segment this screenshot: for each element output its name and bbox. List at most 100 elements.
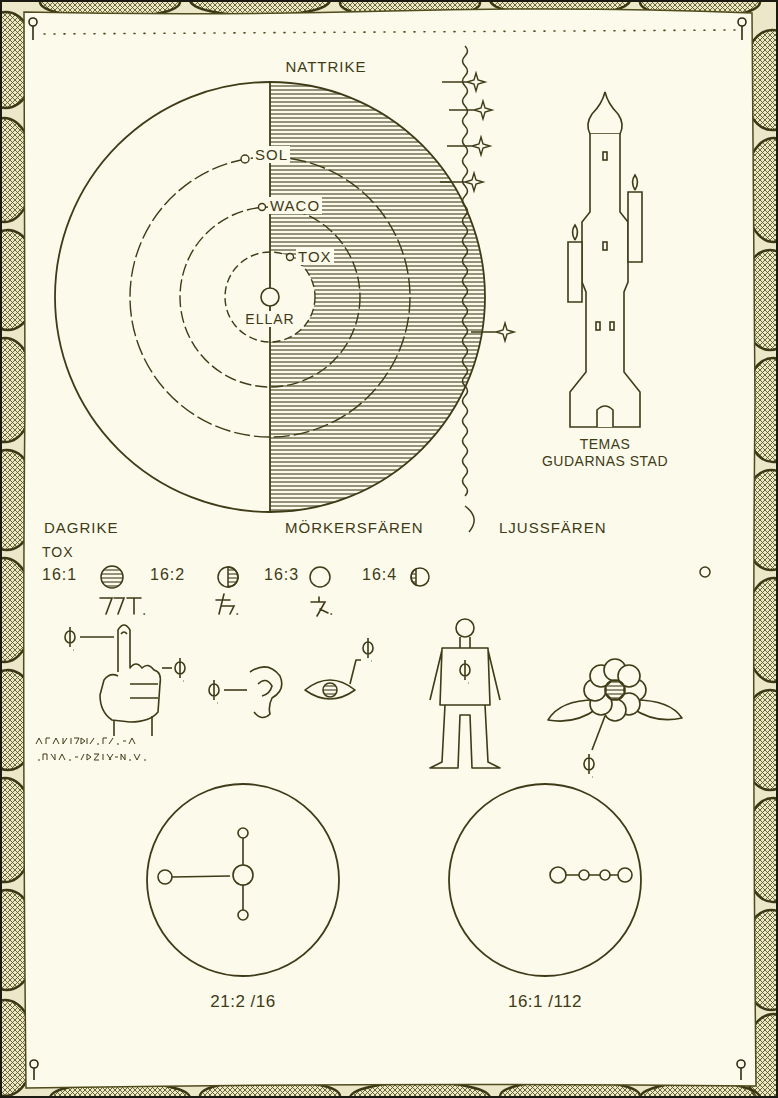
phase-quarter	[411, 568, 429, 586]
phase-symbols	[101, 566, 710, 588]
pin	[737, 1060, 745, 1068]
flower-petals	[584, 659, 646, 721]
bracket	[465, 506, 474, 532]
planet-label: TOX	[40, 544, 76, 560]
sphere-label: MÖRKERSFÄREN	[283, 519, 426, 536]
sense-figures	[36, 619, 682, 777]
alien-glyphs	[100, 594, 332, 616]
phase-empty	[310, 567, 330, 587]
stars	[440, 73, 514, 341]
system-body	[158, 870, 172, 884]
place-name: TEMAS GUDARNAS STAD	[539, 436, 671, 470]
circle-outline	[147, 784, 339, 976]
tower-window	[610, 322, 614, 330]
parchment	[24, 9, 756, 1088]
circle-outline	[445, 780, 645, 980]
system-body	[618, 868, 632, 882]
person-head	[456, 619, 474, 637]
glyph	[216, 594, 238, 614]
leader-line	[80, 636, 114, 638]
flower-leaves	[548, 700, 682, 721]
leader-line	[162, 667, 172, 669]
phi-symbol	[209, 680, 219, 703]
tower-door	[597, 406, 613, 427]
pin	[741, 26, 743, 40]
phi-symbol	[363, 638, 373, 661]
system-circle: 21:2 /16	[143, 780, 343, 1017]
flower-center	[605, 680, 625, 700]
phase-quarter-shade	[411, 569, 416, 585]
pin	[738, 18, 746, 26]
tower-drawing	[568, 92, 642, 427]
sun-ellar	[261, 288, 279, 306]
planet-label: WACO	[268, 197, 322, 214]
pin	[32, 26, 34, 40]
system-body	[600, 870, 610, 880]
glyph	[311, 597, 332, 616]
person-body	[430, 637, 500, 705]
tower-window	[603, 242, 607, 250]
alien-script	[36, 738, 135, 744]
tower-window	[603, 152, 607, 160]
tower-candle	[568, 242, 582, 302]
phase-number: 16:2	[148, 566, 187, 584]
planet-dot	[259, 204, 266, 211]
pin	[29, 18, 37, 26]
figure-caption: 21:2 /16	[153, 992, 333, 1012]
candle-flame	[633, 175, 638, 190]
planet-label: TOX	[296, 248, 334, 265]
pins	[29, 18, 746, 1080]
phase-full	[101, 566, 123, 588]
hand-detail	[114, 632, 158, 736]
ear	[250, 667, 282, 718]
candle-flame	[573, 225, 578, 240]
parchment-edge	[44, 30, 736, 34]
system-body	[238, 828, 248, 838]
phase-half-shade	[228, 567, 238, 587]
tower-candle	[628, 192, 642, 262]
leader-line	[224, 689, 247, 691]
planet-dot	[241, 155, 249, 163]
pin	[30, 1060, 38, 1068]
city-tower: TEMAS GUDARNAS STAD	[530, 92, 680, 474]
tower-window	[596, 322, 600, 330]
system-body	[550, 867, 566, 883]
system-body	[579, 870, 589, 880]
star-symbol	[440, 173, 483, 191]
tower-dome	[588, 92, 622, 134]
phi-symbol	[460, 660, 470, 683]
ear-detail	[258, 680, 272, 696]
pin	[740, 1068, 742, 1080]
phi-symbol	[584, 754, 594, 777]
phase-number: 16:3	[262, 566, 301, 584]
orbit-diagram	[55, 82, 485, 512]
phase-number: 16:1	[40, 566, 79, 584]
figure-caption: 16:1 /112	[455, 992, 635, 1012]
hand	[100, 625, 160, 722]
alien-script	[38, 754, 146, 760]
sphere-boundary	[463, 46, 475, 532]
phi-symbol	[175, 658, 185, 681]
system-body	[233, 865, 253, 885]
phase-number: 16:4	[360, 566, 399, 584]
pin	[33, 1068, 35, 1080]
leader-line	[350, 660, 361, 684]
planet-label: SOL	[253, 146, 290, 163]
star-symbol	[442, 73, 485, 91]
phi-symbol	[65, 627, 75, 650]
star-symbol	[471, 323, 514, 341]
circle-outline	[143, 780, 343, 980]
leader-line	[592, 716, 605, 750]
phase-half	[218, 567, 238, 587]
region-label: DAGRIKE	[42, 519, 121, 536]
sun-label: ELLAR	[243, 311, 296, 327]
small-ring	[700, 567, 710, 577]
sphere-label: LJUSSFÄREN	[497, 519, 609, 536]
star-symbol	[447, 137, 490, 155]
system-diagrams	[158, 828, 632, 920]
